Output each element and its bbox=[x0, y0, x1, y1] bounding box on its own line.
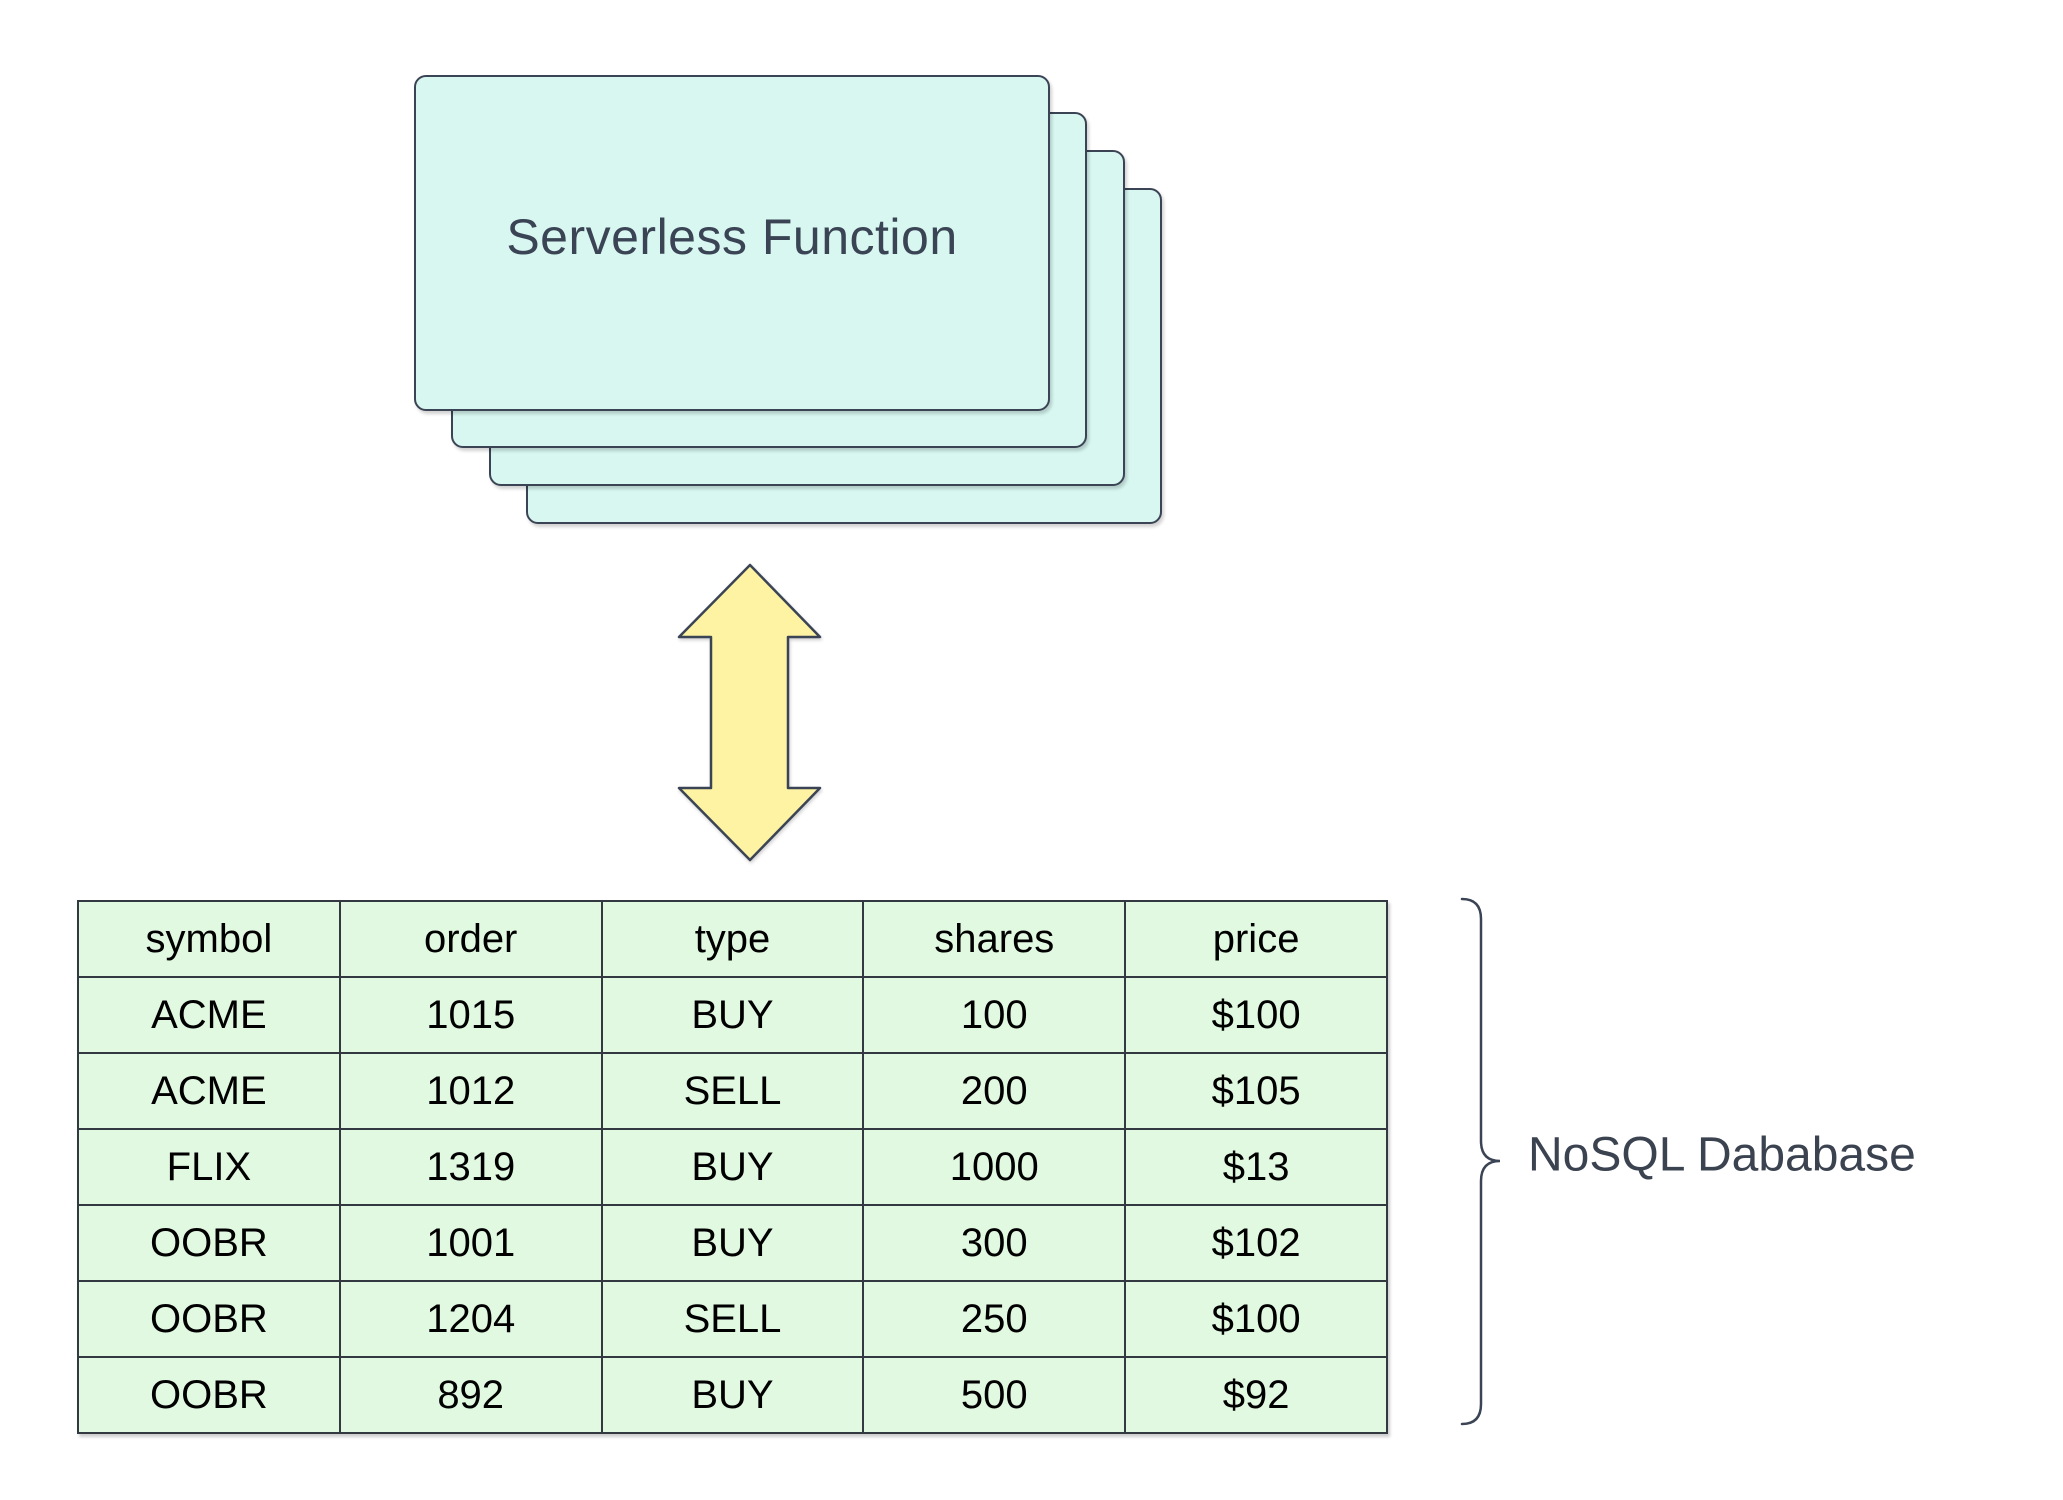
table-cell-symbol: ACME bbox=[77, 976, 341, 1054]
table-cell-type: BUY bbox=[600, 976, 865, 1054]
table-cell-order: 1319 bbox=[338, 1128, 603, 1206]
column-header-order: order bbox=[338, 900, 603, 978]
table-cell-type: BUY bbox=[600, 1128, 865, 1206]
column-header-symbol: symbol bbox=[77, 900, 341, 978]
table-cell-shares: 250 bbox=[862, 1280, 1127, 1358]
table-cell-shares: 1000 bbox=[862, 1128, 1127, 1206]
table-cell-shares: 500 bbox=[862, 1356, 1127, 1434]
table-cell-symbol: ACME bbox=[77, 1052, 341, 1130]
column-header-shares: shares bbox=[862, 900, 1127, 978]
table-cell-order: 1012 bbox=[338, 1052, 603, 1130]
table-cell-symbol: OOBR bbox=[77, 1204, 341, 1282]
serverless-function-label: Serverless Function bbox=[506, 209, 958, 265]
table-cell-order: 892 bbox=[338, 1356, 603, 1434]
table-cell-shares: 200 bbox=[862, 1052, 1127, 1130]
column-header-type: type bbox=[600, 900, 865, 978]
table-cell-price: $13 bbox=[1124, 1128, 1388, 1206]
table-cell-price: $92 bbox=[1124, 1356, 1388, 1434]
table-cell-shares: 300 bbox=[862, 1204, 1127, 1282]
column-header-price: price bbox=[1124, 900, 1388, 978]
table-cell-order: 1204 bbox=[338, 1280, 603, 1358]
table-cell-symbol: OOBR bbox=[77, 1356, 341, 1434]
table-cell-order: 1001 bbox=[338, 1204, 603, 1282]
table-cell-symbol: FLIX bbox=[77, 1128, 341, 1206]
table-cell-price: $105 bbox=[1124, 1052, 1388, 1130]
table-cell-price: $100 bbox=[1124, 976, 1388, 1054]
table-cell-type: BUY bbox=[600, 1204, 865, 1282]
table-cell-type: SELL bbox=[600, 1280, 865, 1358]
table-cell-symbol: OOBR bbox=[77, 1280, 341, 1358]
table-cell-price: $100 bbox=[1124, 1280, 1388, 1358]
table-cell-price: $102 bbox=[1124, 1204, 1388, 1282]
table-cell-order: 1015 bbox=[338, 976, 603, 1054]
table-cell-type: BUY bbox=[600, 1356, 865, 1434]
serverless-card-front: Serverless Function bbox=[414, 75, 1050, 411]
nosql-database-label: NoSQL Dababase bbox=[1528, 1128, 1916, 1182]
table-cell-type: SELL bbox=[600, 1052, 865, 1130]
table-cell-shares: 100 bbox=[862, 976, 1127, 1054]
